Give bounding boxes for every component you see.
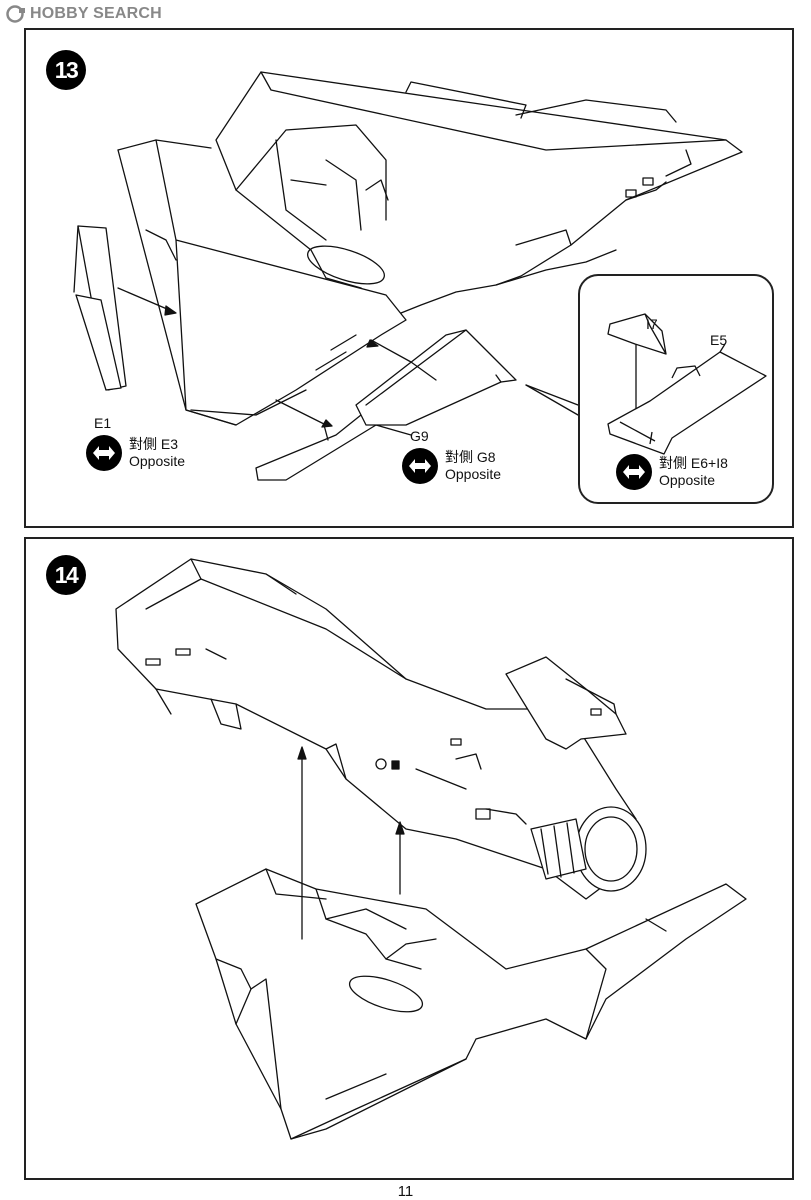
part-label-i7: I7 [646,316,658,332]
part-label-g9: G9 [410,428,429,444]
part-e5 [607,351,767,455]
note-opposite-e6-i8: 對側 E6+I8 Opposite [616,454,728,490]
note-opposite-g8: 對側 G8 Opposite [402,448,501,484]
note-g8-line2: Opposite [445,466,502,482]
part-label-e5: E5 [710,332,728,348]
detail-inset: I7 E5 對側 E6+I8 Opposite [578,274,774,504]
double-arrow-icon [616,454,652,490]
double-arrow-icon [86,435,122,471]
note-g8-line1: 對側 G8 [445,449,496,465]
engine-nozzle [575,806,647,892]
step-14-illustration [115,558,747,1140]
watermark-text: HOBBY SEARCH [30,5,162,22]
note-e3-line2: Opposite [129,453,186,469]
step-14-panel: 14 [24,537,794,1180]
hobbysearch-watermark: HOBBY SEARCH [6,4,162,24]
step-13-panel: 13 [24,28,794,528]
double-arrow-icon [402,448,438,484]
note-e6-line1: 對側 E6+I8 [659,455,728,471]
note-e6-line2: Opposite [659,472,716,488]
vertical-tail [505,656,627,750]
inset-illustration [607,313,767,455]
part-label-e1: E1 [94,415,112,431]
step-13-number: 13 [46,50,86,90]
lower-wing-panel [117,139,407,426]
page-number: 11 [397,1183,414,1200]
upper-wing-outline [215,71,743,316]
part-g9-flap [255,414,377,481]
note-e3-line1: 對側 E3 [129,436,179,452]
part-g8-flap [355,329,517,426]
lower-wing-outline [195,868,747,1140]
step-13-illustration [73,71,743,481]
step-14-number: 14 [46,555,86,595]
note-opposite-e3: 對側 E3 Opposite [86,435,185,471]
hobbysearch-logo-icon [6,5,25,23]
